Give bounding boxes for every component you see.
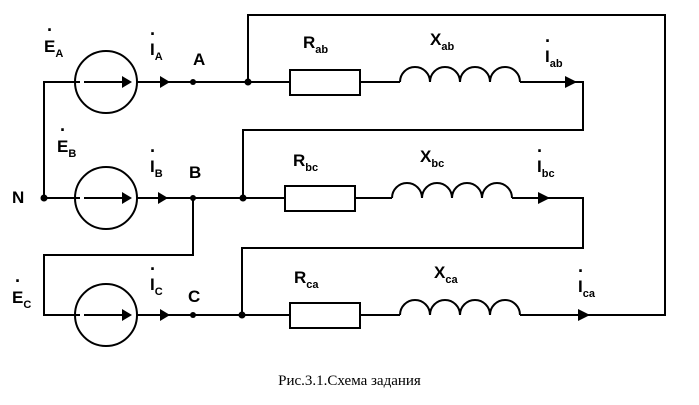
figure-caption: Рис.3.1.Схема задания	[278, 373, 421, 389]
r-ab-label: Rab	[303, 33, 328, 56]
i-bc-dot: ·	[537, 141, 543, 161]
r-bc-label: Rbc	[293, 151, 318, 174]
inductor-ab	[399, 66, 521, 83]
i-bc-label: Ibc	[537, 157, 555, 180]
emf-a-label: EA	[44, 37, 63, 60]
line-wires	[43, 76, 248, 321]
source-b	[74, 166, 138, 230]
neutral-label: N	[12, 188, 24, 207]
emf-b-label: EB	[57, 137, 76, 160]
node-c-label: C	[188, 287, 200, 306]
node-a-label: A	[193, 50, 205, 69]
i-ca-label: Ica	[578, 277, 596, 300]
node-b-label: B	[189, 163, 201, 182]
resistor-ca	[289, 302, 361, 329]
x-ab-label: Xab	[430, 30, 454, 53]
load-wiring	[238, 14, 666, 329]
i-ab-label: Iab	[545, 47, 563, 70]
neutral-wiring	[40, 81, 80, 202]
inductor-ca	[399, 299, 521, 316]
current-b-label: IB	[150, 157, 163, 180]
r-ca-label: Rca	[294, 268, 319, 291]
inductor-bc	[391, 182, 513, 199]
current-c-label: IC	[150, 275, 163, 298]
current-b-dot: ·	[150, 141, 156, 161]
resistor-bc	[284, 185, 356, 212]
resistor-ab	[289, 69, 361, 96]
emf-b-dot: ·	[60, 120, 66, 140]
x-bc-label: Xbc	[420, 147, 444, 170]
current-a-dot: ·	[150, 24, 156, 44]
i-ca-dot: ·	[578, 261, 584, 281]
emf-a-dot: ·	[47, 20, 53, 40]
source-c	[74, 283, 138, 347]
emf-c-dot: ·	[15, 271, 21, 291]
current-a-label: IA	[150, 40, 163, 63]
emf-c-label: EC	[12, 288, 31, 311]
i-ab-dot: ·	[545, 31, 551, 51]
current-c-dot: ·	[150, 259, 156, 279]
x-ca-label: Xca	[434, 263, 458, 286]
source-a	[74, 50, 138, 114]
